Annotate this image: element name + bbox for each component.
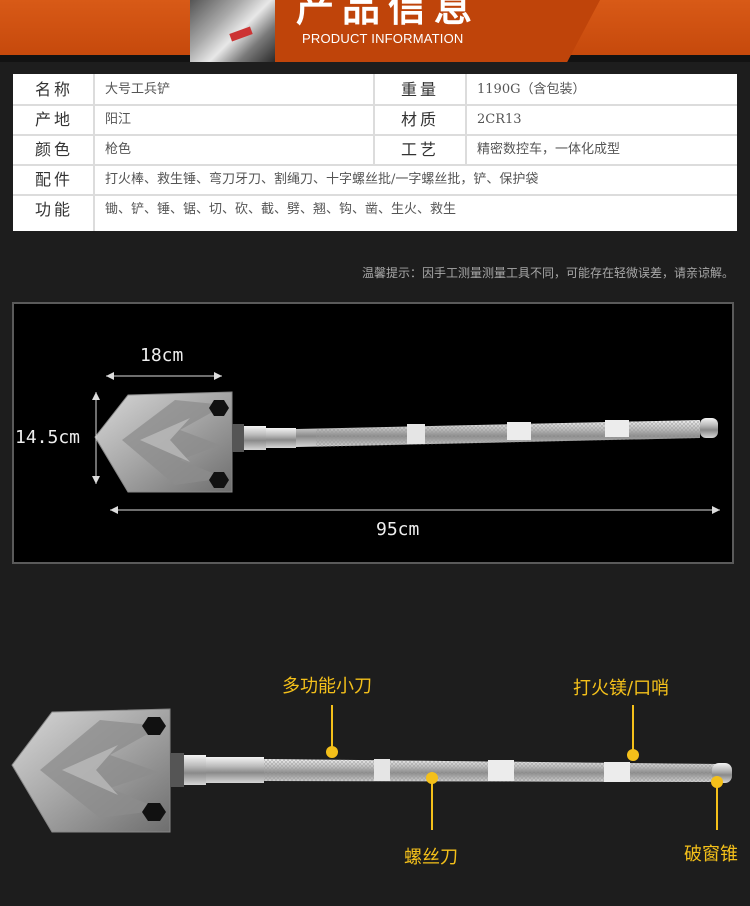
spec-value-origin: 阳江 xyxy=(95,106,373,134)
shovel-dimension-image xyxy=(94,391,718,493)
callout-breaker-line xyxy=(711,776,723,830)
callout-screw-label: 螺丝刀 xyxy=(404,847,458,868)
table-divider xyxy=(13,164,737,166)
header-photo xyxy=(190,0,275,62)
dimension-width-label: 18cm xyxy=(140,345,184,366)
spec-label-color: 颜色 xyxy=(15,136,93,164)
callout-knife-label: 多功能小刀 xyxy=(282,676,372,697)
callout-fire-label: 打火镁/口哨 xyxy=(573,678,670,699)
spec-table: 名称 大号工兵铲 重量 1190G（含包装） 产地 阳江 材质 2CR13 颜色… xyxy=(13,74,737,231)
callout-knife-line xyxy=(326,705,338,758)
dimension-height-label: 14.5cm xyxy=(15,427,81,448)
header-banner: 产品信息 PRODUCT INFORMATION xyxy=(0,0,750,62)
shovel-features-image xyxy=(11,708,732,833)
spec-value-accessories: 打火棒、救生锤、弯刀牙刀、割绳刀、十字螺丝批/一字螺丝批，铲、保护袋 xyxy=(95,166,735,194)
dimension-length-label: 95cm xyxy=(376,519,420,540)
dimension-height-line xyxy=(92,392,100,484)
table-divider xyxy=(465,74,467,164)
spec-value-color: 枪色 xyxy=(95,136,373,164)
spec-value-functions: 锄、铲、锤、锯、切、砍、截、劈、翘、钩、凿、生火、救生 xyxy=(95,196,735,224)
table-divider xyxy=(93,74,95,231)
spec-label-accessories: 配件 xyxy=(15,166,93,194)
spec-label-functions: 功能 xyxy=(15,196,93,224)
measurement-tip: 温馨提示：因手工测量测量工具不同，可能存在轻微误差，请亲谅解。 xyxy=(361,266,734,280)
table-divider xyxy=(373,74,375,164)
dimension-width-line xyxy=(106,372,222,380)
table-divider xyxy=(13,134,737,136)
spec-value-weight: 1190G（含包装） xyxy=(467,76,735,104)
table-divider xyxy=(13,104,737,106)
callout-screw-line xyxy=(426,772,438,830)
spec-label-name: 名称 xyxy=(15,76,93,104)
spec-label-weight: 重量 xyxy=(375,76,465,104)
header-subtitle: PRODUCT INFORMATION xyxy=(302,31,464,46)
spec-label-craft: 工艺 xyxy=(375,136,465,164)
dimension-length-line xyxy=(110,506,720,514)
callout-breaker-label: 破窗锥 xyxy=(684,844,738,865)
spec-value-craft: 精密数控车，一体化成型 xyxy=(467,136,735,164)
spec-value-name: 大号工兵铲 xyxy=(95,76,373,104)
callout-fire-line xyxy=(627,705,639,761)
spec-label-material: 材质 xyxy=(375,106,465,134)
spec-value-material: 2CR13 xyxy=(467,106,735,134)
table-divider xyxy=(13,194,737,196)
spec-label-origin: 产地 xyxy=(15,106,93,134)
header-title: 产品信息 xyxy=(296,0,481,30)
